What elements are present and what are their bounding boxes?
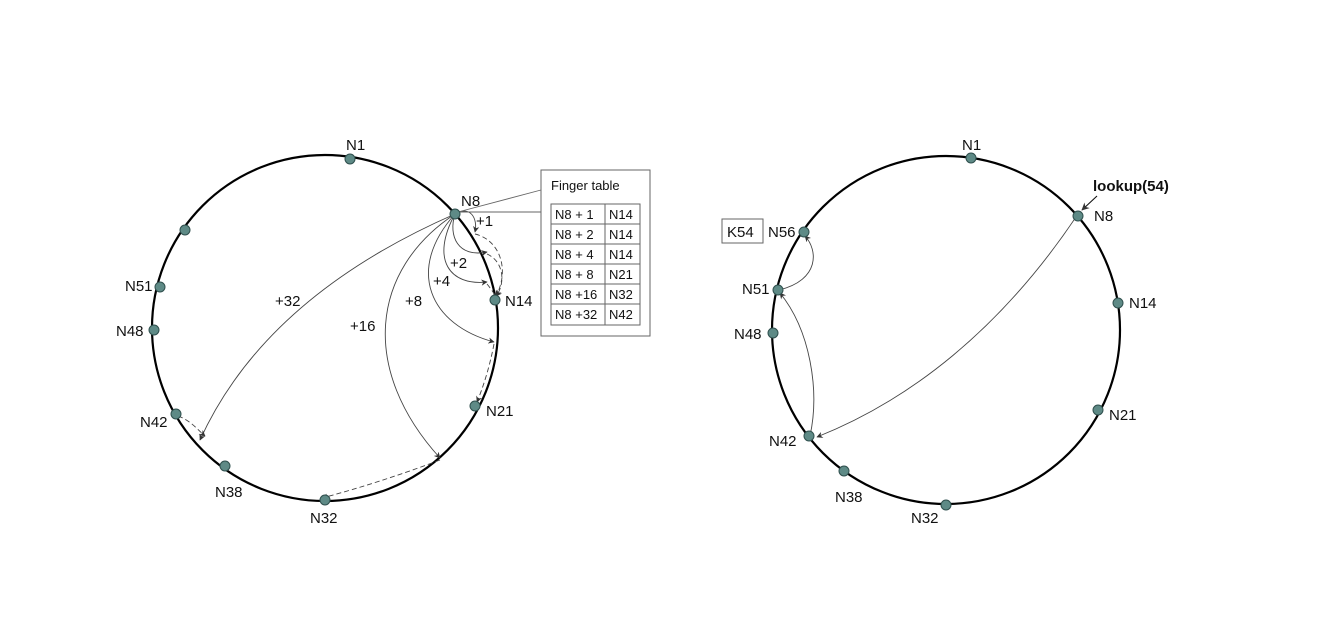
finger-row-start: N8 +32	[555, 307, 597, 322]
node-n48	[148, 324, 160, 336]
finger-label-plus4: +4	[433, 273, 450, 290]
finger-row-start: N8 + 8	[555, 267, 594, 282]
node-label-n8: N8	[1094, 208, 1113, 225]
node-n56	[798, 226, 810, 238]
node-label-n21: N21	[486, 403, 514, 420]
finger-row-start: N8 + 4	[555, 247, 594, 262]
node-n8	[449, 208, 461, 220]
finger-edge-16	[384, 213, 456, 459]
node-n1	[965, 152, 977, 164]
node-n21	[469, 400, 481, 412]
finger-row-node: N14	[609, 207, 633, 222]
node-n14	[1112, 297, 1124, 309]
node-label-n32: N32	[310, 510, 338, 527]
right-ring-circle	[770, 154, 1122, 506]
node-label-n51: N51	[125, 278, 153, 295]
finger-edge-8	[428, 213, 495, 344]
finger-table-title: Finger table	[551, 178, 620, 193]
key-box	[721, 218, 764, 244]
node-n21	[1092, 404, 1104, 416]
node-label-n48: N48	[116, 323, 144, 340]
finger-row-start: N8 + 2	[555, 227, 594, 242]
finger-table: Finger table N8 + 1 N14 N8 + 2 N14 N8 + …	[540, 169, 651, 337]
node-n51	[772, 284, 784, 296]
finger-row-node: N14	[609, 227, 633, 242]
node-label-n51: N51	[742, 281, 770, 298]
node-n48	[767, 327, 779, 339]
node-label-n14: N14	[1129, 295, 1157, 312]
node-label-n1: N1	[962, 137, 981, 154]
node-n14	[489, 294, 501, 306]
finger-edge-32	[199, 213, 456, 441]
finger-row-node: N32	[609, 287, 633, 302]
node-label-n21: N21	[1109, 407, 1137, 424]
finger-label-plus2: +2	[450, 255, 467, 272]
successor-arc-c	[486, 283, 497, 297]
finger-row-node: N42	[609, 307, 633, 322]
node-label-n38: N38	[835, 489, 863, 506]
node-label-n42: N42	[140, 414, 168, 431]
node-n42	[803, 430, 815, 442]
lookup-hop-n51-n56	[778, 235, 814, 291]
finger-row-node: N21	[609, 267, 633, 282]
finger-label-plus8: +8	[405, 293, 422, 310]
successor-arc-f	[177, 415, 206, 437]
key-label: K54	[727, 224, 754, 241]
node-n8	[1072, 210, 1084, 222]
node-n38	[219, 460, 231, 472]
finger-label-plus16: +16	[350, 318, 375, 335]
node-unlabeled	[179, 224, 191, 236]
finger-row-start: N8 + 1	[555, 207, 594, 222]
node-label-n8: N8	[461, 193, 480, 210]
node-label-n56: N56	[768, 224, 796, 241]
node-label-n32: N32	[911, 510, 939, 527]
callout-line-top	[457, 189, 542, 213]
node-label-n48: N48	[734, 326, 762, 343]
lookup-label: lookup(54)	[1093, 178, 1169, 195]
node-label-n42: N42	[769, 433, 797, 450]
node-n1	[344, 153, 356, 165]
finger-edge-4	[443, 213, 488, 286]
node-n42	[170, 408, 182, 420]
lookup-hop-n42-n51	[779, 292, 815, 437]
node-n51	[154, 281, 166, 293]
lookup-hop-n8-n42	[816, 216, 1077, 438]
node-label-n1: N1	[346, 137, 365, 154]
node-n38	[838, 465, 850, 477]
node-n32	[940, 499, 952, 511]
finger-label-plus1: +1	[476, 213, 493, 230]
left-ring-circle	[150, 153, 500, 503]
node-label-n38: N38	[215, 484, 243, 501]
finger-edge-2	[452, 213, 488, 257]
successor-arc-b	[486, 253, 503, 297]
finger-row-start: N8 +16	[555, 287, 597, 302]
node-n32	[319, 494, 331, 506]
node-label-n14: N14	[505, 293, 533, 310]
lookup-entry-arrow	[1081, 195, 1098, 211]
finger-row-node: N14	[609, 247, 633, 262]
successor-arc-a	[474, 233, 503, 297]
right-chord-ring: N1 N8 N14 N21 N32 N38 N42 N48 N51 N56 K5…	[721, 137, 1169, 527]
finger-label-plus32: +32	[275, 293, 300, 310]
left-chord-ring: N1 N8 N14 N21 N32 N38 N42 N48 N51 +1 +2 …	[116, 137, 542, 527]
